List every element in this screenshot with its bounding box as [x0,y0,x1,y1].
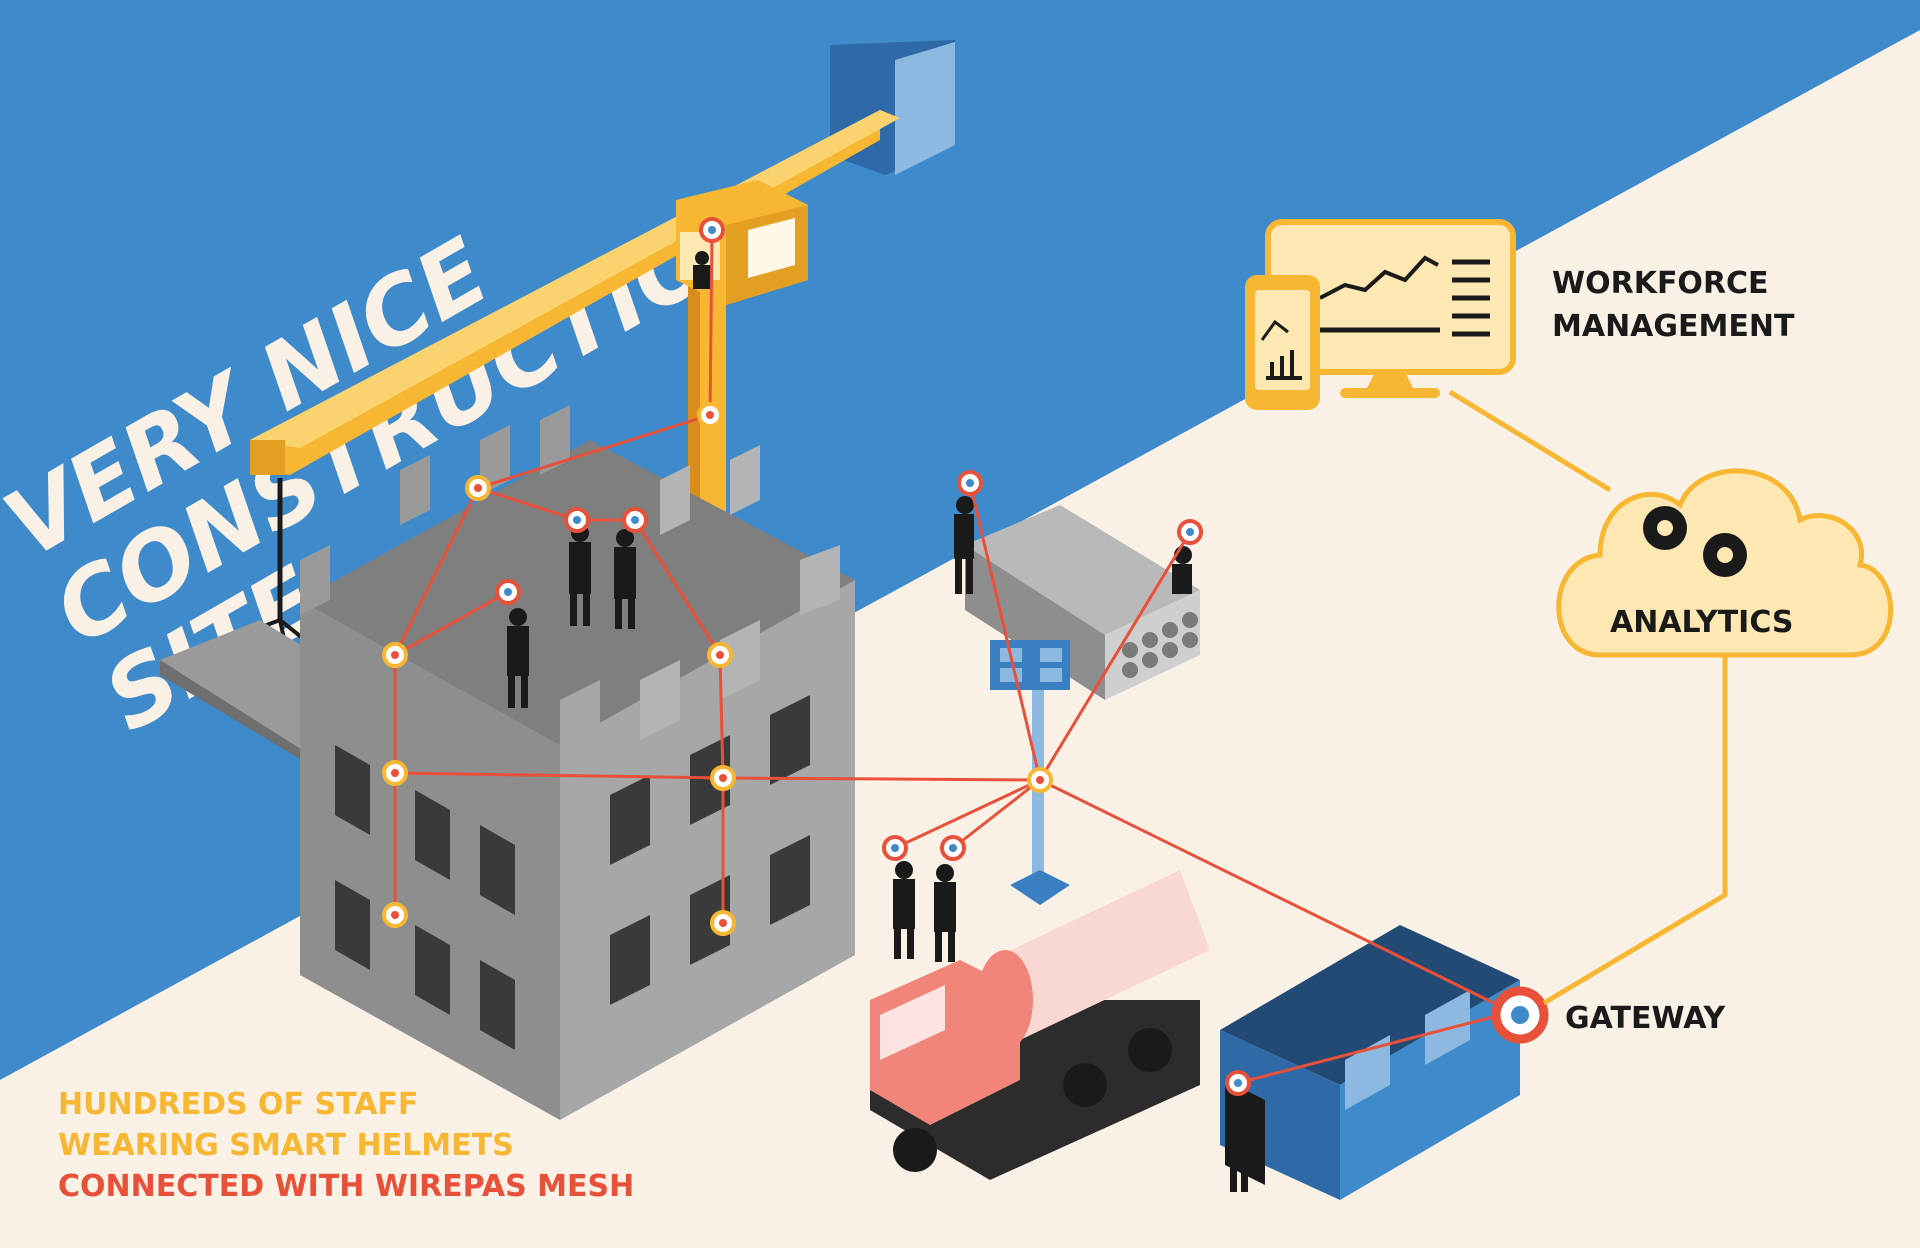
caption-line-2: WEARING SMART HELMETS [58,1128,514,1163]
workforce-label-line-1: WORKFORCE [1552,266,1769,301]
worker-icon [934,864,956,962]
helmet-node-icon [710,910,736,936]
workforce-dashboard [1245,219,1516,410]
gear-icon [1703,533,1747,577]
backhaul-links [1448,389,1728,1006]
helmet-node-icon [697,402,723,428]
gear-icon [1643,506,1687,550]
helmet-node-icon [564,507,590,533]
helmet-node-icon [957,470,983,496]
helmet-nodes [382,217,1251,1096]
site-cabin [1220,925,1520,1200]
worker-icon [507,608,529,708]
helmet-node-icon [1177,519,1203,545]
helmet-node-icon [382,760,408,786]
helmet-node-icon [382,902,408,928]
list-icon [1452,259,1490,337]
worker-icon [614,529,636,629]
worker-icon [954,496,974,594]
helmet-node-icon [1225,1070,1251,1096]
workforce-label-line-2: MANAGEMENT [1552,309,1795,344]
line-chart-icon [1319,255,1439,300]
helmet-node-icon [710,765,736,791]
helmet-node-icon [622,507,648,533]
helmet-node-icon [699,217,725,243]
worker-icon [1172,546,1192,594]
analytics-cloud: ANALYTICS [1556,468,1894,658]
caption-line-1: HUNDREDS OF STAFF [58,1087,418,1122]
caption-line-3: CONNECTED WITH WIREPAS MESH [58,1169,634,1204]
helmet-node-icon [940,835,966,861]
helmet-node-icon [465,475,491,501]
cement-truck [870,870,1210,1180]
workers [507,251,1249,1192]
gateway-node [1491,986,1549,1044]
helmet-node-icon [382,642,408,668]
helmet-node-icon [882,835,908,861]
analytics-label: ANALYTICS [1610,605,1794,640]
worker-icon [693,251,711,289]
helmet-node-icon [495,579,521,605]
gateway-label: GATEWAY [1565,1001,1727,1036]
helmet-node-icon [707,642,733,668]
bar-chart-icon [1266,350,1302,380]
caption: HUNDREDS OF STAFF WEARING SMART HELMETS … [58,1087,634,1204]
router-node-icon [1027,767,1053,793]
worker-icon [893,861,915,959]
